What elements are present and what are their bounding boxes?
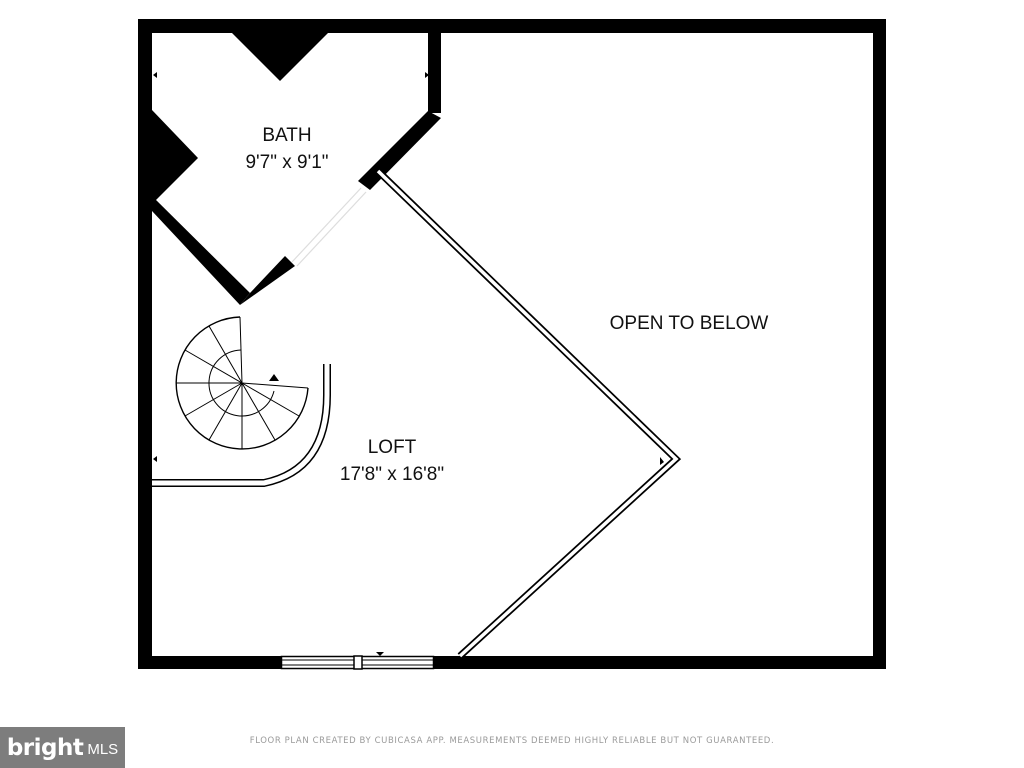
bath-door: [291, 187, 367, 267]
outer-wall: [138, 19, 886, 669]
spiral-staircase: [175, 316, 309, 450]
logo-wordmark: bright: [6, 734, 84, 761]
loft-dimensions: 17'8" x 16'8": [340, 464, 444, 485]
bath-label: BATH: [262, 125, 311, 146]
open-to-below-railing: [375, 168, 682, 659]
open-to-below-label: OPEN TO BELOW: [610, 313, 769, 334]
bath-dimensions: 9'7" x 9'1": [245, 152, 328, 173]
bath-walls: [152, 33, 441, 462]
bright-mls-logo: bright MLS: [0, 727, 125, 768]
loft-label: LOFT: [368, 437, 417, 458]
stair-railing: [152, 364, 331, 487]
logo-suffix: MLS: [87, 741, 119, 758]
disclaimer-text: FLOOR PLAN CREATED BY CUBICASA APP. MEAS…: [249, 736, 775, 746]
bottom-window: [280, 652, 435, 670]
